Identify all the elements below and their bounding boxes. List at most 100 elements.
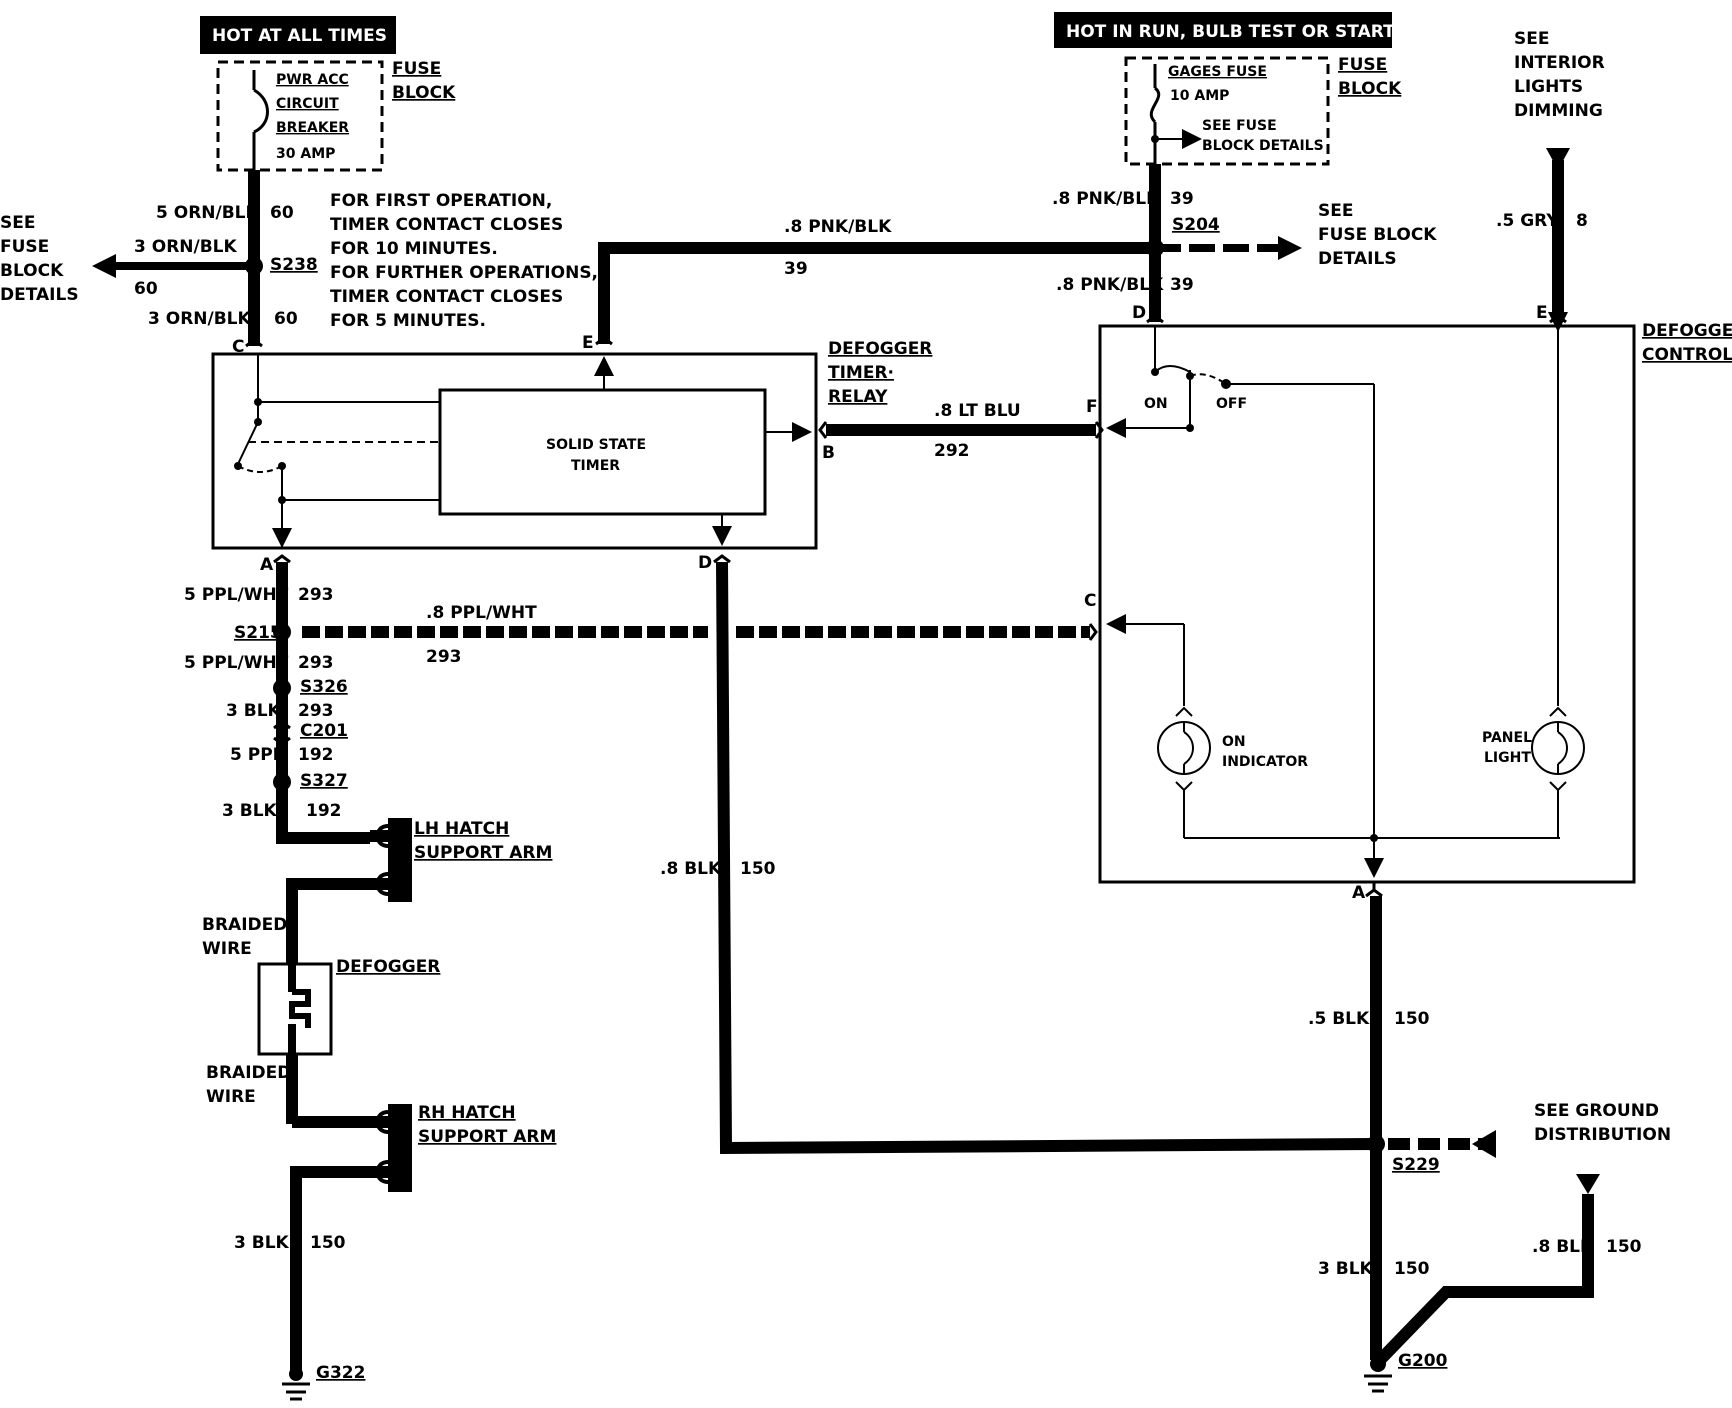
svg-text:292: 292 — [934, 441, 970, 461]
defogger-control: ON OFF ON INDICATOR PANEL LIGHT DEFOGGER… — [1098, 312, 1732, 884]
svg-text:ON: ON — [1222, 734, 1246, 750]
lh-hatch-support-arm: LH HATCH SUPPORT ARM — [286, 818, 552, 964]
svg-text:BREAKER: BREAKER — [276, 120, 349, 136]
svg-text:HOT AT ALL TIMES: HOT AT ALL TIMES — [212, 26, 387, 46]
fuse-block-left: PWR ACC CIRCUIT BREAKER 30 AMP FUSE BLOC… — [216, 59, 456, 172]
svg-text:DEFOGGER: DEFOGGER — [1642, 321, 1732, 341]
svg-text:D: D — [698, 553, 712, 573]
ground-g200: G200 — [1364, 1351, 1448, 1393]
svg-text:60: 60 — [134, 279, 158, 299]
svg-text:DEFOGGER: DEFOGGER — [828, 339, 932, 359]
wire-150-control: A .5 BLK 150 S229 3 BLK 150 .8 BLK 150 — [1308, 882, 1642, 1364]
svg-text:S204: S204 — [1172, 215, 1220, 235]
svg-text:FOR 5 MINUTES.: FOR 5 MINUTES. — [330, 311, 486, 331]
svg-text:S229: S229 — [1392, 1155, 1440, 1175]
wire-39: .8 PNK/BLK 39 .8 PNK/BLK 39 S204 .8 PNK/… — [582, 164, 1302, 353]
svg-text:150: 150 — [310, 1233, 346, 1253]
svg-text:.5 BLK: .5 BLK — [1308, 1009, 1370, 1029]
svg-text:PANEL: PANEL — [1482, 730, 1532, 746]
svg-text:BLOCK DETAILS: BLOCK DETAILS — [1202, 138, 1324, 154]
svg-text:10 AMP: 10 AMP — [1170, 88, 1229, 104]
svg-text:150: 150 — [1394, 1009, 1430, 1029]
svg-text:BLOCK: BLOCK — [1338, 79, 1402, 99]
svg-text:.8 PNK/BLK: .8 PNK/BLK — [1052, 189, 1160, 209]
svg-text:ON: ON — [1144, 396, 1168, 412]
defogger-element: DEFOGGER BRAIDED WIRE BRAIDED WIRE — [202, 915, 440, 1124]
svg-text:150: 150 — [740, 859, 776, 879]
svg-text:FOR 10 MINUTES.: FOR 10 MINUTES. — [330, 239, 498, 259]
svg-text:DIMMING: DIMMING — [1514, 101, 1603, 121]
see-interior-lights: SEE INTERIOR LIGHTS DIMMING — [1514, 29, 1605, 121]
svg-text:TIMER CONTACT CLOSES: TIMER CONTACT CLOSES — [330, 215, 563, 235]
svg-text:5 PPL/WHT: 5 PPL/WHT — [184, 653, 289, 673]
svg-text:LH HATCH: LH HATCH — [414, 819, 509, 839]
svg-text:SEE: SEE — [0, 213, 35, 233]
svg-text:CONTROL: CONTROL — [1642, 345, 1732, 365]
svg-text:INDICATOR: INDICATOR — [1222, 754, 1308, 770]
defogger-timer-relay: SOLID STATE TIMER DEFOGGER TIMER· RELAY — [211, 339, 932, 550]
svg-text:293: 293 — [298, 585, 334, 605]
svg-text:HOT IN RUN, BULB TEST OR STAR: HOT IN RUN, BULB TEST OR START — [1066, 22, 1395, 42]
svg-text:S327: S327 — [300, 771, 348, 791]
svg-text:3 BLK: 3 BLK — [226, 701, 282, 721]
svg-text:.8 BLK: .8 BLK — [660, 859, 722, 879]
svg-text:3 BLK: 3 BLK — [222, 801, 278, 821]
svg-text:TIMER CONTACT CLOSES: TIMER CONTACT CLOSES — [330, 287, 563, 307]
svg-text:LIGHT: LIGHT — [1484, 750, 1531, 766]
header-hot-at-all-times: HOT AT ALL TIMES — [200, 16, 396, 54]
svg-text:F: F — [1086, 397, 1098, 417]
header-hot-in-run: HOT IN RUN, BULB TEST OR START — [1054, 12, 1395, 48]
svg-text:C201: C201 — [300, 721, 348, 741]
svg-text:FUSE: FUSE — [392, 59, 441, 79]
svg-text:FUSE BLOCK: FUSE BLOCK — [1318, 225, 1437, 245]
svg-text:TIMER·: TIMER· — [828, 363, 894, 383]
svg-text:D: D — [1132, 303, 1146, 323]
timer-note: FOR FIRST OPERATION, TIMER CONTACT CLOSE… — [330, 191, 598, 331]
svg-text:.5 GRY: .5 GRY — [1496, 211, 1559, 231]
svg-text:RELAY: RELAY — [828, 387, 888, 407]
svg-text:SUPPORT ARM: SUPPORT ARM — [418, 1127, 556, 1147]
svg-text:SOLID STATE: SOLID STATE — [546, 437, 646, 453]
svg-text:WIRE: WIRE — [206, 1087, 256, 1107]
svg-text:S238: S238 — [270, 255, 318, 275]
svg-text:INTERIOR: INTERIOR — [1514, 53, 1605, 73]
svg-text:C: C — [1084, 591, 1096, 611]
svg-text:192: 192 — [298, 745, 334, 765]
svg-text:BRAIDED: BRAIDED — [206, 1063, 291, 1083]
svg-text:150: 150 — [1606, 1237, 1642, 1257]
svg-text:.8 PNK/BLK: .8 PNK/BLK — [1056, 275, 1164, 295]
wire-8: .5 GRY 8 E — [1496, 148, 1588, 324]
svg-text:LIGHTS: LIGHTS — [1514, 77, 1583, 97]
svg-text:E: E — [582, 333, 594, 353]
svg-text:DETAILS: DETAILS — [1318, 249, 1397, 269]
svg-text:.8 PNK/BLK: .8 PNK/BLK — [784, 217, 892, 237]
svg-text:3 BLK: 3 BLK — [234, 1233, 290, 1253]
svg-text:CIRCUIT: CIRCUIT — [276, 96, 339, 112]
svg-text:5 ORN/BLK: 5 ORN/BLK — [156, 203, 260, 223]
svg-text:8: 8 — [1576, 211, 1588, 231]
svg-text:DETAILS: DETAILS — [0, 285, 79, 305]
svg-text:BLOCK: BLOCK — [0, 261, 64, 281]
svg-text:5 PPL/WHT: 5 PPL/WHT — [184, 585, 289, 605]
svg-text:G322: G322 — [316, 1363, 365, 1383]
svg-text:192: 192 — [306, 801, 342, 821]
svg-text:S215: S215 — [234, 623, 282, 643]
svg-text:GAGES FUSE: GAGES FUSE — [1168, 64, 1267, 80]
svg-text:PWR ACC: PWR ACC — [276, 72, 349, 88]
rh-hatch-support-arm: RH HATCH SUPPORT ARM — [286, 1103, 556, 1370]
svg-text:293: 293 — [298, 653, 334, 673]
svg-text:FUSE: FUSE — [1338, 55, 1387, 75]
svg-text:39: 39 — [1170, 189, 1194, 209]
svg-text:FOR FIRST OPERATION,: FOR FIRST OPERATION, — [330, 191, 552, 211]
svg-text:293: 293 — [426, 647, 462, 667]
svg-text:SEE: SEE — [1514, 29, 1549, 49]
svg-text:.8 BLK: .8 BLK — [1532, 1237, 1594, 1257]
svg-text:SUPPORT ARM: SUPPORT ARM — [414, 843, 552, 863]
wire-293: A 5 PPL/WHT 293 S215 .8 PPL/WHT 293 5 PP… — [184, 554, 1098, 844]
svg-text:39: 39 — [1170, 275, 1194, 295]
svg-text:DISTRIBUTION: DISTRIBUTION — [1534, 1125, 1671, 1145]
svg-text:.8 PPL/WHT: .8 PPL/WHT — [426, 603, 537, 623]
svg-text:S326: S326 — [300, 677, 348, 697]
svg-text:150: 150 — [1394, 1259, 1430, 1279]
